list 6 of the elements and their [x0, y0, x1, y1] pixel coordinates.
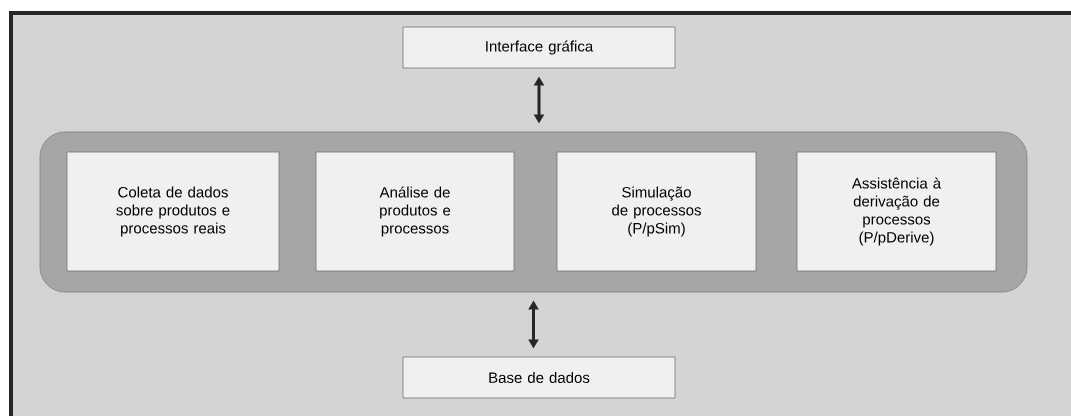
component-box: Interface gráfica	[402, 26, 676, 69]
process-box: Assistência à derivação de processos (P/pDerive)	[796, 151, 997, 272]
process-box: Simulação de processos (P/pSim)	[556, 151, 757, 272]
component-box: Base de dados	[402, 356, 676, 399]
process-box: Coleta de dados sobre produtos e processos reais	[66, 151, 280, 272]
process-box: Análise de produtos e processos	[315, 151, 515, 272]
